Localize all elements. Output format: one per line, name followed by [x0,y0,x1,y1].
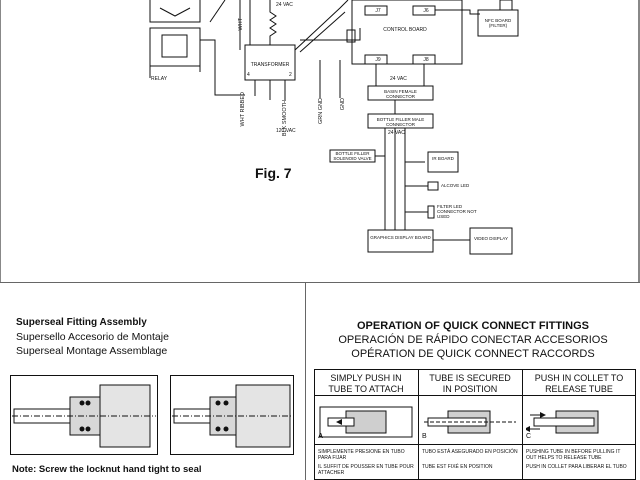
quick-connect-title: OPERATION OF QUICK CONNECT FITTINGS [356,320,589,332]
column-a-text-es: SIMPLEMENTE PRESIONE EN TUBO PARA FIJAR [318,449,405,461]
header-divider [314,395,636,396]
superseal-title: Superseal Fitting Assembly [16,317,147,328]
vac-bottom-label: 120 VAC [276,128,296,134]
filter-led-label: FILTER LED CONNECTOR NOT USED [437,204,477,219]
wht-ribbed-label: WHT RIBBED [240,92,246,127]
superseal-fitting-exploded [170,375,294,455]
quick-connect-title-es: OPERACIÓN DE RÁPIDO CONECTAR ACCESORIOS [338,334,608,346]
column-b-fitting-diagram [424,410,516,434]
vac-filler-label: 24 VAC [388,130,405,136]
j7-label: J7 [375,8,381,14]
column-b-letter: B [422,433,427,440]
transformer-pin-right: 2 [289,72,292,78]
j8-label: J8 [423,57,429,63]
bottle-filler-connector-label: BOTTLE FILLER MALE CONNECTOR [376,117,425,127]
nfc-board-label: NFC BOARD (FILTER) [484,18,512,28]
alcove-led-label: ALCOVE LED [441,183,470,188]
superseal-panel: Superseal Fitting Assembly Supersello Ac… [0,283,306,480]
solenoid-valve-label: BOTTLE FILLER SOLENOID VALVE [333,151,372,161]
quick-connect-title-fr: OPÉRATION DE QUICK CONNECT RACCORDS [351,348,595,360]
basin-connector-label: BASIN FEMALE CONNECTOR [384,89,417,99]
column-a-heading: SIMPLY PUSH IN TUBE TO ATTACH [328,373,404,394]
superseal-subtitle-fr: Superseal Montage Assemblage [16,345,168,357]
j6-label: J6 [423,8,429,14]
image-divider [314,444,636,445]
vac-top-label: 24 VAC [276,2,293,8]
wiring-diagram-lines [0,0,640,282]
column-c-text-es: PUSHING TUBE IN BEFORE PULLING IT OUT HE… [526,449,621,461]
vac-control-label: 24 VAC [390,76,407,82]
transformer-pin-left: 4 [247,72,250,78]
superseal-subtitle-es: Supersello Accesorio de Montaje [16,331,169,343]
wiring-diagram-panel: RELAY 24 VAC TRANSFORMER 4 2 WHT WHT RIB… [0,0,640,283]
ir-board-label: IR BOARD [432,156,454,161]
column-divider [418,369,419,480]
superseal-note: Note: Screw the locknut hand tight to se… [12,464,202,475]
column-b-text-es: TUBO ESTÁ ASEGURADO EN POSICIÓN [422,449,518,455]
column-c-letter: C [526,433,532,440]
column-a-text-fr: IL SUFFIT DE POUSSER EN TUBE POUR ATTACH… [318,464,414,476]
video-display-label: VIDEO DISPLAY [474,236,508,241]
gnd-label: GND [340,98,346,111]
quick-connect-panel: OPERATION OF QUICK CONNECT FITTINGS OPER… [306,283,640,480]
column-c-fitting-diagram [526,410,599,434]
column-c-text-fr: PUSH IN COLLET PARA LIBERAR EL TUBO [526,464,627,470]
relay-label: RELAY [151,76,168,82]
column-b-text-fr: TUBE EST FIXÉ EN POSITION [422,464,493,470]
superseal-fitting-assembled [10,375,158,455]
grn-gnd-label: GRN GND [318,98,324,124]
column-divider [522,369,523,480]
column-b-heading: TUBE IS SECURED IN POSITION [429,373,511,394]
j9-label: J9 [375,57,381,63]
transformer-label: TRANSFORMER [250,62,290,68]
column-c-heading: PUSH IN COLLET TO RELEASE TUBE [534,373,624,394]
graphics-board-label: GRAPHICS DISPLAY BOARD [370,235,431,240]
figure-label: Fig. 7 [255,165,292,181]
wht-label: WHT [238,18,244,31]
column-a-fitting-diagram [319,406,413,438]
control-board-label: CONTROL BOARD [383,27,427,33]
column-a-letter: A [318,433,324,440]
